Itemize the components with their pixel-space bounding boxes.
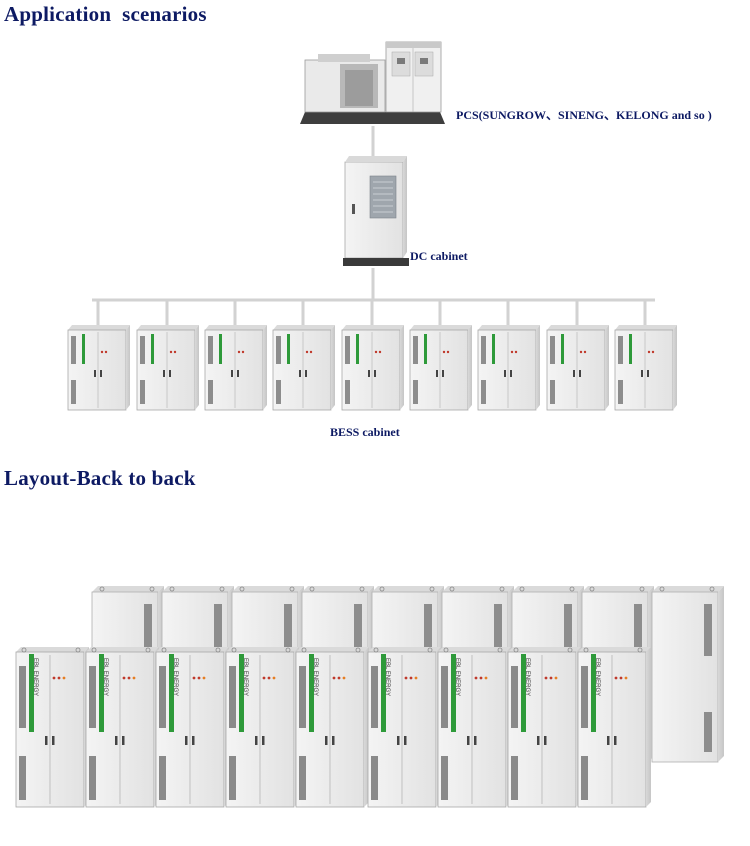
bess-cabinet	[204, 300, 267, 411]
bess-cabinet	[67, 300, 130, 411]
cabinet-brand-text: EBL ENERGY	[384, 658, 390, 696]
title-application-scenarios: Application scenarios	[4, 2, 207, 26]
cabinet-brand-text: EBL ENERGY	[312, 658, 318, 696]
bess-cabinet	[546, 300, 609, 411]
front-row-cabinet: EBL ENERGY	[155, 647, 229, 808]
dc-cabinet-label: DC cabinet	[410, 249, 468, 263]
front-row-cabinet: EBL ENERGY	[437, 647, 511, 808]
front-row-cabinet: EBL ENERGY	[507, 647, 581, 808]
bess-cabinet	[614, 300, 677, 411]
front-row-cabinets: EBL ENERGY EBL ENERGY EBL ENERGY EBL ENERGY…	[15, 647, 651, 808]
bess-cabinet	[341, 300, 404, 411]
front-row-cabinet: EBL ENERGY	[577, 647, 651, 808]
bess-cabinet	[272, 300, 335, 411]
cabinet-brand-text: EBL ENERGY	[454, 658, 460, 696]
back-row-cabinet	[651, 586, 724, 763]
pcs-equipment-image	[300, 41, 445, 124]
front-row-cabinet: EBL ENERGY	[367, 647, 441, 808]
cabinet-brand-text: EBL ENERGY	[172, 658, 178, 696]
bess-cabinet-label: BESS cabinet	[330, 425, 400, 439]
bess-cabinet	[409, 300, 472, 411]
front-row-cabinet: EBL ENERGY	[295, 647, 369, 808]
front-row-cabinet: EBL ENERGY	[15, 647, 89, 808]
bess-cabinet	[136, 300, 199, 411]
cabinet-brand-text: EBL ENERGY	[242, 658, 248, 696]
cabinet-brand-text: EBL ENERGY	[594, 658, 600, 696]
bess-cabinet	[477, 300, 540, 411]
bess-cabinet-row	[67, 300, 677, 411]
cabinet-brand-text: EBL ENERGY	[524, 658, 530, 696]
front-row-cabinet: EBL ENERGY	[225, 647, 299, 808]
cabinet-brand-text: EBL ENERGY	[32, 658, 38, 696]
cabinet-brand-text: EBL ENERGY	[102, 658, 108, 696]
pcs-label: PCS(SUNGROW、SINENG、KELONG and so )	[456, 108, 712, 122]
title-layout-back-to-back: Layout-Back to back	[4, 466, 196, 490]
dc-cabinet-image	[343, 156, 409, 266]
front-row-cabinet: EBL ENERGY	[85, 647, 159, 808]
